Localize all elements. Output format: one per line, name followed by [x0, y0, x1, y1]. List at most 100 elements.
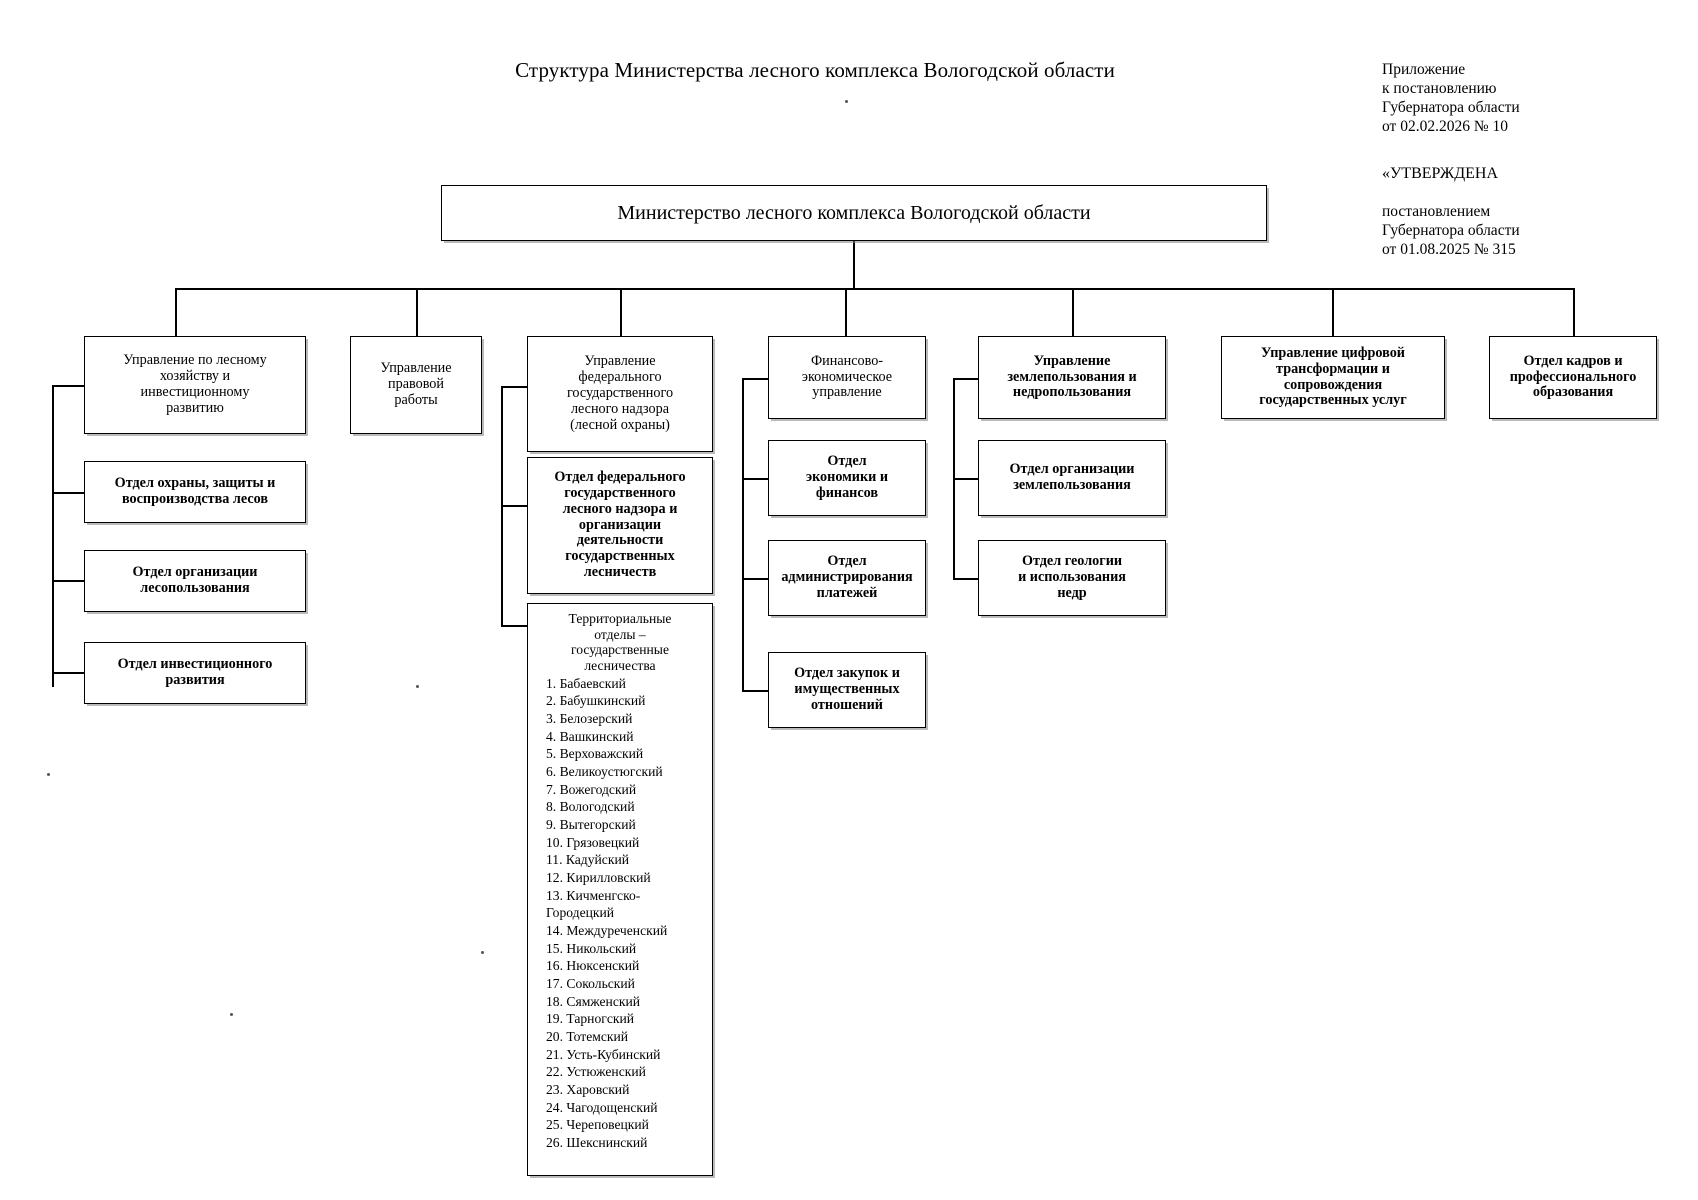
territorial-list-item-number: 6. — [546, 763, 560, 779]
territorial-list-item-number: 13. — [546, 887, 567, 903]
scan-artifact-dot — [230, 1013, 233, 1016]
territorial-list-item: 11. Кадуйский — [546, 851, 708, 869]
territorial-list-item: 2. Бабушкинский — [546, 692, 708, 710]
territorial-list-item-number: 26. — [546, 1134, 567, 1150]
branch-head-finance-label: Финансово- экономическое управление — [801, 352, 893, 401]
territorial-list-item-number: 8. — [546, 799, 560, 815]
territorial-departments-heading: Территориальные отделы – государственные… — [568, 611, 672, 673]
branch-child-forestry-0[interactable]: Отдел охраны, защиты и воспроизводства л… — [84, 461, 306, 523]
branch-child-land-0[interactable]: Отдел организации землепользования — [978, 440, 1166, 516]
branch-child-forestry-2-label: Отдел инвестиционного развития — [117, 656, 273, 688]
branch-child-supervision-0[interactable]: Отдел федерального государственного лесн… — [527, 457, 713, 594]
territorial-list-item-number: 11. — [546, 852, 566, 868]
territorial-list-item-number: 16. — [546, 958, 567, 974]
branch-head-digital-label: Управление цифровой трансформации и сопр… — [1259, 344, 1407, 409]
territorial-list-item: 15. Никольский — [546, 940, 708, 958]
branch-head-forestry[interactable]: Управление по лесному хозяйству и инвест… — [84, 336, 306, 434]
territorial-list-item: 23. Харовский — [546, 1081, 708, 1099]
branch-child-supervision-0-label: Отдел федерального государственного лесн… — [554, 468, 686, 581]
branch-head-hr[interactable]: Отдел кадров и профессионального образов… — [1489, 336, 1657, 419]
territorial-list-item: 12. Кирилловский — [546, 869, 708, 887]
territorial-list-item: 10. Грязовецкий — [546, 834, 708, 852]
connector-rail-finance — [742, 378, 744, 690]
territorial-list-item-label: Харовский — [566, 1081, 630, 1097]
territorial-list-item-label: Белозерский — [559, 710, 633, 726]
branch-child-forestry-2[interactable]: Отдел инвестиционного развития — [84, 642, 306, 704]
branch-child-land-1-label: Отдел геологии и использования недр — [1018, 553, 1126, 601]
connector-rail-land-to-child-0 — [953, 478, 980, 480]
territorial-list-item-label: Чагодощенский — [566, 1099, 658, 1115]
approval-note-rest: постановлением Губернатора области от 01… — [1382, 203, 1520, 258]
territorial-list-item-label: Сокольский — [566, 975, 635, 991]
connector-drop-land — [1072, 288, 1074, 336]
territorial-list-item-number: 4. — [546, 728, 560, 744]
branch-child-land-0-label: Отдел организации землепользования — [1009, 461, 1135, 493]
territorial-list-item: 18. Сямженский — [546, 993, 708, 1011]
territorial-list-item-label: Вытегорский — [559, 816, 636, 832]
territorial-list-item-number: 2. — [546, 693, 560, 709]
connector-rail-forestry-to-child-1 — [52, 580, 85, 582]
branch-child-forestry-1-label: Отдел организации лесопользования — [132, 564, 258, 596]
connector-rail-supervision-to-head — [501, 386, 528, 388]
connector-rail-finance-to-child-2 — [742, 690, 769, 692]
branch-child-forestry-1[interactable]: Отдел организации лесопользования — [84, 550, 306, 612]
connector-rail-land-to-child-1 — [953, 578, 980, 580]
connector-rail-finance-to-child-1 — [742, 578, 769, 580]
branch-head-land-label: Управление землепользования и недропольз… — [1007, 352, 1137, 401]
territorial-list-item-label: Бабушкинский — [559, 693, 646, 709]
territorial-list-item-label: Вожегодский — [559, 781, 637, 797]
branch-head-forestry-label: Управление по лесному хозяйству и инвест… — [123, 352, 267, 416]
root-node-ministry[interactable]: Министерство лесного комплекса Вологодск… — [441, 185, 1267, 241]
branch-head-supervision[interactable]: Управление федерального государственного… — [527, 336, 713, 452]
territorial-list-item: 3. Белозерский — [546, 710, 708, 728]
branch-head-legal[interactable]: Управление правовой работы — [350, 336, 482, 434]
connector-top-bus — [175, 288, 1574, 290]
territorial-list-item: 21. Усть-Кубинский — [546, 1046, 708, 1064]
territorial-list-item-number: 17. — [546, 975, 567, 991]
territorial-list-item-number: 24. — [546, 1099, 567, 1115]
branch-child-finance-0-label: Отдел экономики и финансов — [805, 453, 889, 501]
connector-rail-finance-to-head — [742, 378, 769, 380]
appendix-note: Приложение к постановлению Губернатора о… — [1382, 61, 1520, 135]
territorial-list-item-label: Кадуйский — [565, 852, 629, 868]
territorial-list-item-number: 20. — [546, 1028, 567, 1044]
territorial-list-item: 26. Шекснинский — [546, 1134, 708, 1152]
territorial-list-item-label: Тотемский — [566, 1028, 629, 1044]
territorial-list-item: 19. Тарногский — [546, 1010, 708, 1028]
scan-artifact-dot — [416, 685, 419, 688]
territorial-list-item: 25. Череповецкий — [546, 1116, 708, 1134]
territorial-list-item-number: 18. — [546, 993, 567, 1009]
connector-rail-forestry-to-child-2 — [52, 672, 85, 674]
branch-child-finance-2-label: Отдел закупок и имущественных отношений — [794, 665, 900, 713]
connector-rail-forestry — [52, 385, 54, 687]
territorial-list-item-label: Вологодский — [559, 799, 635, 815]
branch-child-finance-1[interactable]: Отдел администрирования платежей — [768, 540, 926, 616]
territorial-list-item-number: 3. — [546, 710, 560, 726]
branch-head-finance[interactable]: Финансово- экономическое управление — [768, 336, 926, 419]
branch-head-land[interactable]: Управление землепользования и недропольз… — [978, 336, 1166, 419]
territorial-list-item-label: Тарногский — [566, 1011, 635, 1027]
branch-child-finance-0[interactable]: Отдел экономики и финансов — [768, 440, 926, 516]
territorial-list-item: 8. Вологодский — [546, 798, 708, 816]
territorial-list-item-number: 9. — [546, 816, 560, 832]
territorial-list-item-number: 23. — [546, 1081, 567, 1097]
territorial-list-item-label: Усть-Кубинский — [566, 1046, 661, 1062]
territorial-list-item-number: 1. — [546, 675, 560, 691]
approval-note-first-line: «УТВЕРЖДЕНА — [1382, 165, 1499, 182]
territorial-list-item-label: Никольский — [566, 940, 637, 956]
territorial-list-item: 24. Чагодощенский — [546, 1099, 708, 1117]
branch-head-legal-label: Управление правовой работы — [380, 360, 452, 408]
page-title: Структура Министерства лесного комплекса… — [515, 58, 1115, 82]
scan-artifact-dot — [47, 773, 50, 776]
connector-rail-finance-to-child-0 — [742, 478, 769, 480]
branch-child-finance-2[interactable]: Отдел закупок и имущественных отношений — [768, 652, 926, 728]
branch-head-digital[interactable]: Управление цифровой трансформации и сопр… — [1221, 336, 1445, 419]
scan-artifact-dot — [481, 951, 484, 954]
territorial-departments-box[interactable]: Территориальные отделы – государственные… — [527, 603, 713, 1176]
territorial-list-item-number: 15. — [546, 940, 567, 956]
territorial-list-item-number: 14. — [546, 922, 567, 938]
connector-rail-supervision-to-territorial — [501, 625, 528, 627]
territorial-list-item: 9. Вытегорский — [546, 816, 708, 834]
branch-child-land-1[interactable]: Отдел геологии и использования недр — [978, 540, 1166, 616]
